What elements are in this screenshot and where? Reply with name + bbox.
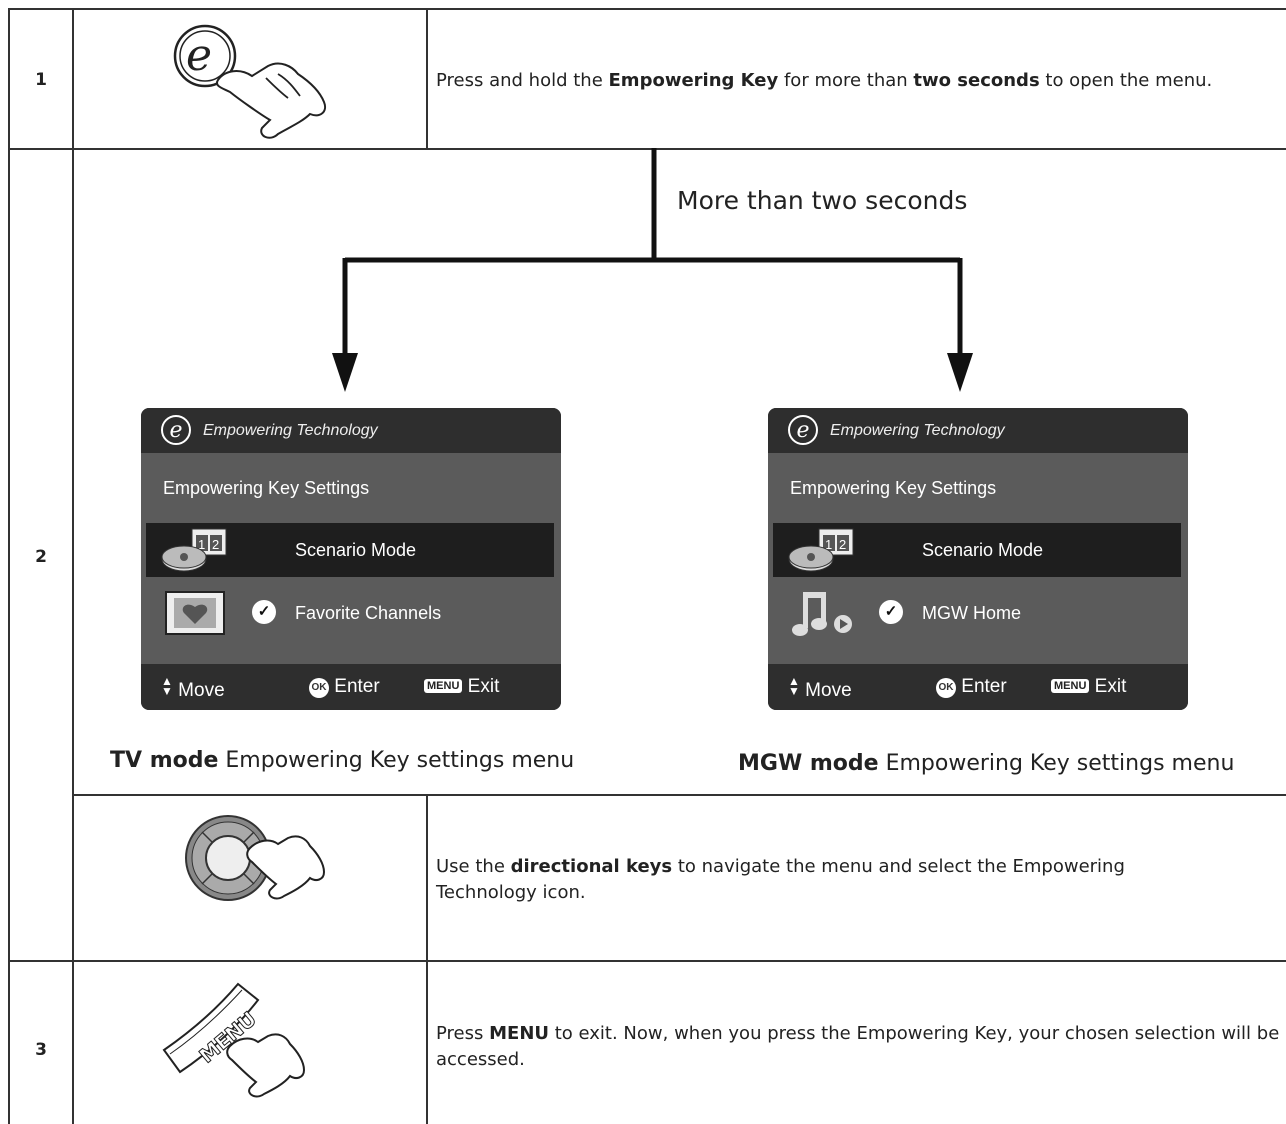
step-number-3: 3 <box>35 1040 47 1060</box>
table-top-border <box>8 8 1286 10</box>
ok-button-icon: OK <box>309 678 329 698</box>
menu-footer: ▲▼ Move OK Enter MENU Exit <box>141 664 561 710</box>
menu-key-press-icon: MENU <box>162 982 306 1098</box>
menu-brand: Empowering Technology <box>203 422 378 439</box>
menu-header: e Empowering Technology <box>141 408 561 453</box>
enter-hint: OK Enter <box>936 676 1007 698</box>
row1-bottom-border <box>8 148 1286 150</box>
menu-footer: ▲▼ Move OK Enter MENU Exit <box>768 664 1188 710</box>
menus-bottom-border <box>72 794 1286 796</box>
svg-text:e: e <box>186 30 212 81</box>
svg-text:1: 1 <box>198 537 205 552</box>
menu-item-scenario-mode[interactable]: 1 2 Scenario Mode <box>773 523 1181 577</box>
checkmark-icon: ✓ <box>879 600 903 624</box>
table-left-border <box>8 8 10 1124</box>
heart-picture-icon <box>165 591 225 635</box>
tv-menu-caption: TV mode Empowering Key settings menu <box>110 748 575 773</box>
mgw-menu-caption: MGW mode Empowering Key settings menu <box>738 751 1235 776</box>
directional-pad-press-icon <box>185 815 326 901</box>
menu-brand: Empowering Technology <box>830 422 1005 439</box>
row2-bottom-border <box>8 960 1286 962</box>
svg-text:1: 1 <box>825 537 832 552</box>
up-down-arrows-icon: ▲▼ <box>788 674 800 698</box>
menu-item-mgw-home[interactable]: ✓ MGW Home <box>773 586 1181 640</box>
up-down-arrows-icon: ▲▼ <box>161 674 173 698</box>
menu-item-scenario-mode[interactable]: 1 2 Scenario Mode <box>146 523 554 577</box>
number-column-divider <box>72 8 74 1124</box>
mgw-home-label: MGW Home <box>922 603 1021 623</box>
menu-badge: MENU <box>424 679 463 693</box>
step-number-2: 2 <box>35 547 47 567</box>
checkmark-icon: ✓ <box>252 600 276 624</box>
ok-button-icon: OK <box>936 678 956 698</box>
move-hint: ▲▼ Move <box>788 674 852 701</box>
flow-label: More than two seconds <box>677 186 968 215</box>
move-hint: ▲▼ Move <box>161 674 225 701</box>
navigation-instruction: Use the directional keys to navigate the… <box>436 856 1125 903</box>
branch-arrows <box>332 148 973 392</box>
tv-settings-menu: e Empowering Technology Empowering Key S… <box>141 408 561 710</box>
film-reel-icon: 1 2 <box>161 528 227 572</box>
enter-hint: OK Enter <box>309 676 380 698</box>
menu-header: e Empowering Technology <box>768 408 1188 453</box>
menu-badge: MENU <box>1051 679 1090 693</box>
svg-text:2: 2 <box>839 537 846 552</box>
mgw-settings-menu: e Empowering Technology Empowering Key S… <box>768 408 1188 710</box>
menu-item-favorite-channels[interactable]: ✓ Favorite Channels <box>146 586 554 640</box>
svg-text:2: 2 <box>212 537 219 552</box>
step1-icon-divider <box>426 8 428 148</box>
exit-hint: MENU Exit <box>424 676 499 698</box>
scenario-mode-label: Scenario Mode <box>922 540 1044 560</box>
step-number-1: 1 <box>35 70 47 90</box>
exit-hint: MENU Exit <box>1051 676 1126 698</box>
favorite-channels-label: Favorite Channels <box>295 603 442 623</box>
scenario-mode-label: Scenario Mode <box>295 540 417 560</box>
empowering-key-press-icon: e <box>173 24 326 139</box>
empowering-logo-icon: e <box>788 415 818 445</box>
film-reel-icon: 1 2 <box>788 528 854 572</box>
menu-title: Empowering Key Settings <box>163 478 370 498</box>
empowering-logo-icon: e <box>161 415 191 445</box>
step3-instruction: Press MENU to exit. Now, when you press … <box>436 1023 1280 1070</box>
nav-icon-divider <box>426 794 428 1124</box>
step1-instruction: Press and hold the Empowering Key for mo… <box>436 70 1213 91</box>
menu-title: Empowering Key Settings <box>790 478 997 498</box>
music-note-icon <box>792 592 852 636</box>
